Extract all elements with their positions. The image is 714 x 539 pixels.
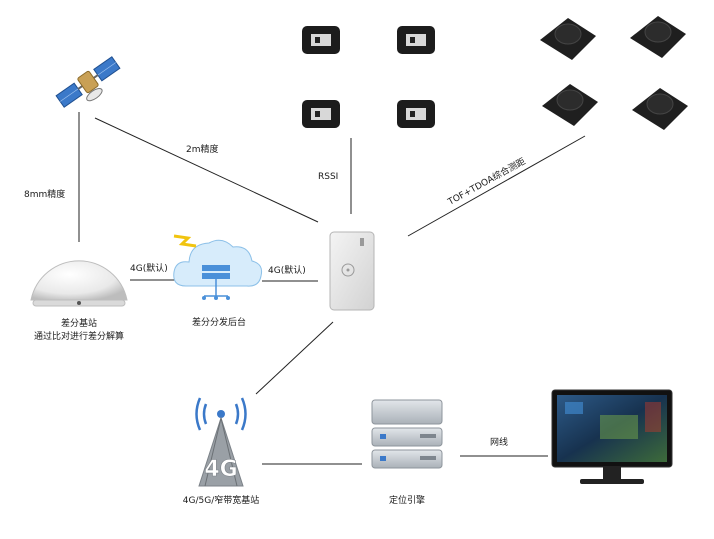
edge-label-satellite-base: 8mm精度 bbox=[24, 190, 66, 200]
edge-label-beacons-tag: RSSI bbox=[318, 172, 339, 182]
positioning-tag-icon bbox=[329, 231, 375, 311]
edge-tag-tower bbox=[255, 321, 334, 395]
beacon-icon-3 bbox=[302, 100, 340, 128]
base-station-subtitle: 通过比对进行差分解算 bbox=[33, 332, 124, 342]
anchor-icon-4 bbox=[632, 88, 688, 130]
server-label: 定位引擎 bbox=[388, 496, 425, 506]
edge-label-anchors-tag: TOF+TDOA综合测距 bbox=[445, 155, 528, 208]
base-station-title: 差分基站 bbox=[60, 319, 97, 329]
beacon-icon-2 bbox=[397, 26, 435, 54]
edge-satellite-tag bbox=[94, 117, 319, 223]
satellite-icon bbox=[55, 56, 121, 108]
monitor-icon bbox=[551, 389, 673, 484]
anchor-icon-1 bbox=[540, 18, 596, 60]
base-station-icon bbox=[30, 260, 128, 307]
beacon-icon-1 bbox=[302, 26, 340, 54]
anchor-icon-2 bbox=[630, 16, 686, 58]
edge-anchors-tag bbox=[407, 135, 586, 237]
edge-label-base-cloud: 4G(默认) bbox=[130, 264, 168, 274]
cloud-label: 差分分发后台 bbox=[191, 318, 246, 328]
tower-4g-mark: 4G bbox=[204, 457, 237, 482]
connection-lines bbox=[78, 112, 586, 465]
server-icon bbox=[371, 399, 443, 469]
anchor-icon-3 bbox=[542, 84, 598, 126]
tower-label: 4G/5G/窄带宽基站 bbox=[182, 496, 260, 506]
edge-label-cloud-tag: 4G(默认) bbox=[268, 266, 306, 276]
edge-label-satellite-tag: 2m精度 bbox=[186, 145, 219, 155]
cloud-server-icon bbox=[173, 234, 263, 300]
cell-tower-icon bbox=[195, 397, 247, 487]
edge-label-server-monitor: 网线 bbox=[490, 438, 509, 448]
beacon-icon-4 bbox=[397, 100, 435, 128]
lightning-icon bbox=[173, 234, 197, 248]
